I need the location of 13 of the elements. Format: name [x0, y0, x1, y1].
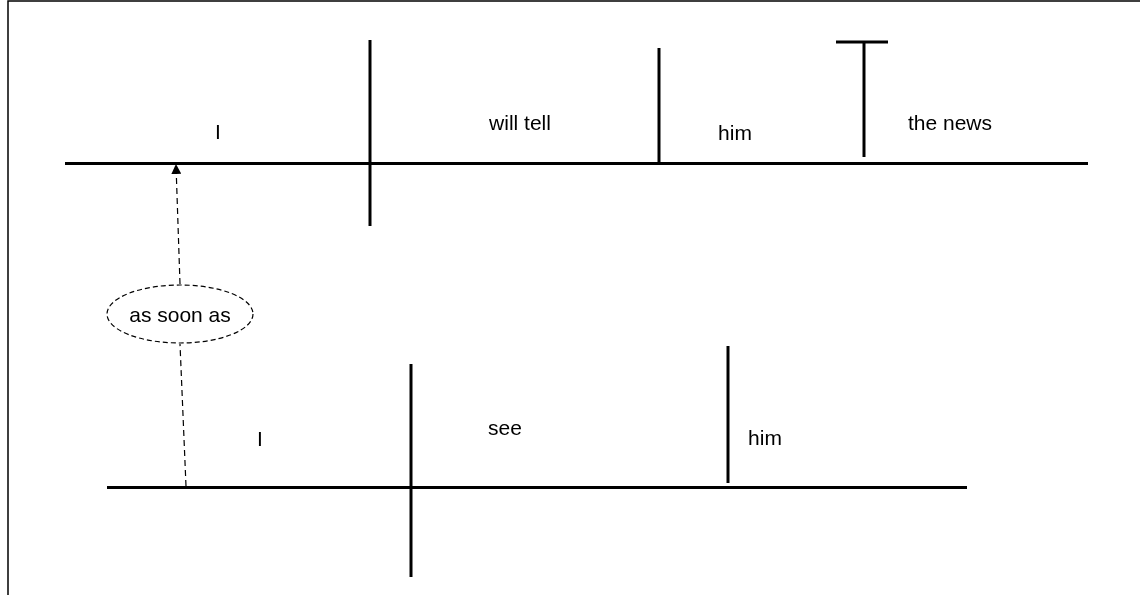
word-label: him	[748, 426, 782, 448]
dashed-ellipse	[106, 284, 254, 344]
word-label: the news	[907, 111, 993, 133]
connector-line	[171, 164, 182, 285]
word-label: I	[257, 427, 263, 449]
baseline	[65, 162, 1088, 165]
connector-word: as soon as	[129, 303, 231, 325]
word-label: see	[488, 416, 522, 438]
word-label: him	[718, 121, 752, 143]
connector-line	[179, 343, 187, 487]
word-label: I	[215, 120, 221, 142]
word-label: will tell	[489, 111, 551, 133]
baseline	[107, 486, 967, 489]
